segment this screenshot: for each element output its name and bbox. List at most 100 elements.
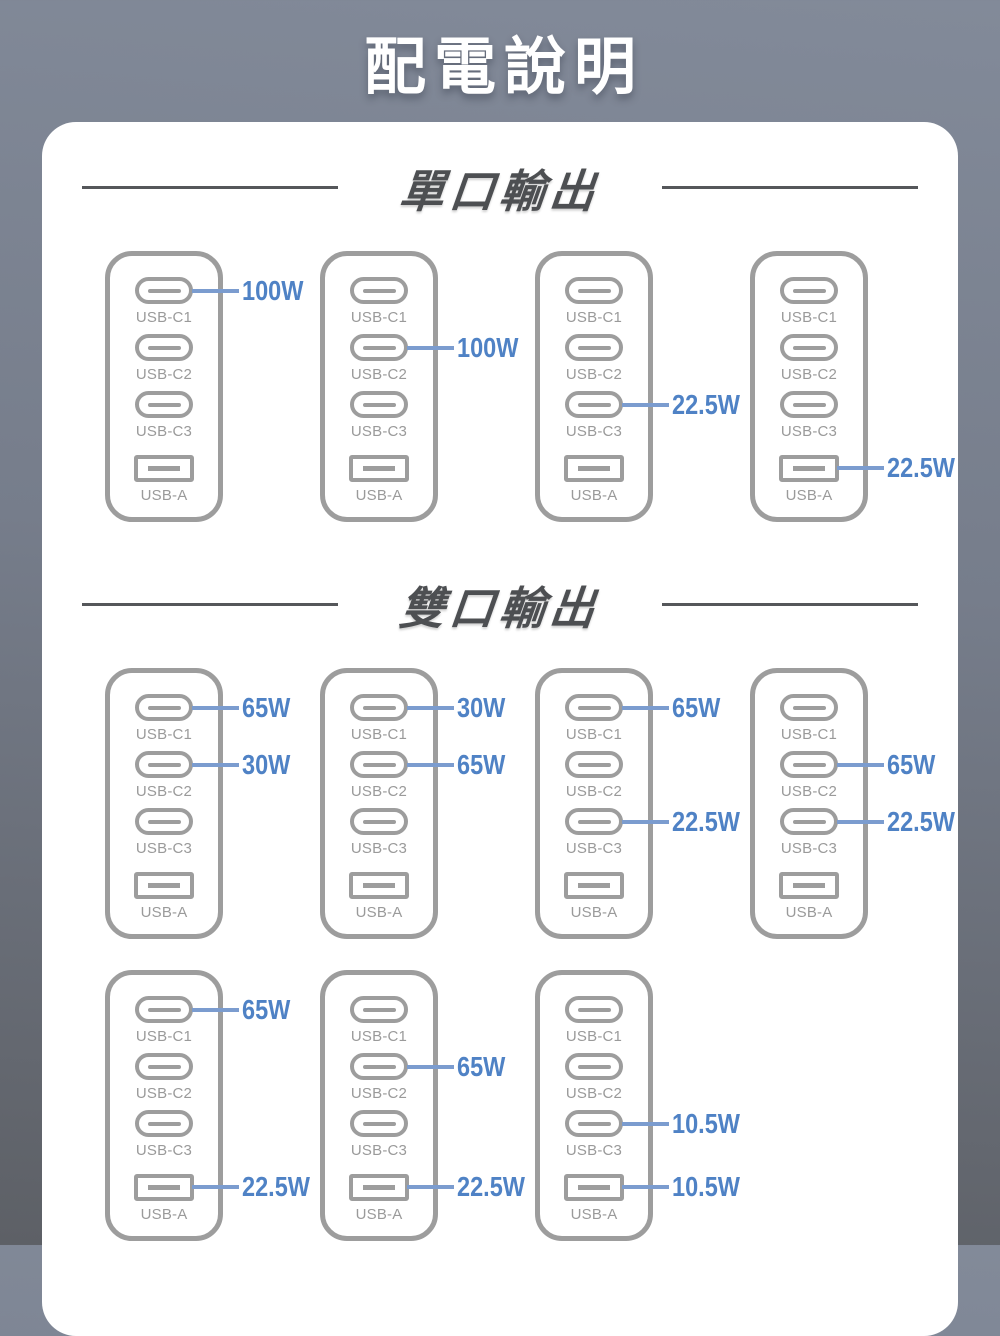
port-group: USB-C1 bbox=[350, 694, 408, 751]
port-group: USB-A bbox=[134, 872, 194, 929]
port-label: USB-C1 bbox=[565, 1028, 623, 1045]
port-pin bbox=[577, 819, 611, 824]
wattage-callout: 30W bbox=[192, 749, 300, 781]
usb-c-port-icon bbox=[565, 694, 623, 721]
port-label: USB-C1 bbox=[780, 309, 838, 326]
wattage-label: 22.5W bbox=[672, 806, 740, 837]
port-pin bbox=[577, 288, 611, 293]
port-label: USB-C3 bbox=[135, 423, 193, 440]
wattage-label: 65W bbox=[887, 749, 936, 780]
port-label: USB-C3 bbox=[350, 423, 408, 440]
page-header: 配電說明 bbox=[0, 0, 1000, 122]
port-group: USB-C3 bbox=[565, 1110, 623, 1167]
port-group: USB-C3 bbox=[135, 391, 193, 448]
usb-a-port-icon bbox=[564, 1174, 624, 1201]
port-group: USB-C1 bbox=[135, 996, 193, 1053]
wattage-callout: 22.5W bbox=[407, 1171, 538, 1203]
port-pin bbox=[578, 1185, 610, 1190]
usb-c-port-icon bbox=[350, 391, 408, 418]
port-label: USB-A bbox=[140, 487, 188, 504]
port-group: USB-C3 bbox=[135, 808, 193, 865]
port-label: USB-C3 bbox=[565, 840, 623, 857]
port-label: USB-C1 bbox=[780, 726, 838, 743]
usb-c-port-icon bbox=[350, 277, 408, 304]
port-pin bbox=[362, 819, 396, 824]
wattage-label: 65W bbox=[457, 1051, 506, 1082]
port-label: USB-C2 bbox=[135, 366, 193, 383]
usb-c-port-icon bbox=[780, 694, 838, 721]
port-pin bbox=[792, 762, 826, 767]
usb-c-port-icon bbox=[135, 1053, 193, 1080]
port-group: USB-C3 bbox=[350, 391, 408, 448]
port-label: USB-C2 bbox=[135, 1085, 193, 1102]
port-group: USB-C2 bbox=[565, 1053, 623, 1110]
usb-c-port-icon bbox=[780, 391, 838, 418]
port-group: USB-A bbox=[564, 872, 624, 929]
callout-line bbox=[407, 1185, 454, 1189]
port-label: USB-C2 bbox=[350, 1085, 408, 1102]
port-pin bbox=[362, 345, 396, 350]
port-pin bbox=[363, 883, 395, 888]
port-label: USB-A bbox=[355, 1206, 403, 1223]
port-group: USB-C2 bbox=[780, 334, 838, 391]
port-label: USB-C3 bbox=[780, 423, 838, 440]
usb-c-port-icon bbox=[350, 996, 408, 1023]
wattage-callout: 65W bbox=[622, 692, 730, 724]
callout-line bbox=[837, 466, 884, 470]
usb-a-port-icon bbox=[349, 1174, 409, 1201]
wattage-callout: 65W bbox=[192, 994, 300, 1026]
wattage-label: 100W bbox=[457, 332, 519, 363]
port-pin bbox=[793, 466, 825, 471]
heading-line-right bbox=[662, 186, 918, 189]
usb-c-port-icon bbox=[565, 334, 623, 361]
port-label: USB-C1 bbox=[350, 1028, 408, 1045]
port-label: USB-C1 bbox=[350, 726, 408, 743]
port-pin bbox=[362, 1064, 396, 1069]
port-label: USB-A bbox=[140, 1206, 188, 1223]
usb-c-port-icon bbox=[350, 334, 408, 361]
port-group: USB-C2 bbox=[350, 1053, 408, 1110]
port-group: USB-A bbox=[349, 1174, 409, 1231]
port-label: USB-C1 bbox=[135, 1028, 193, 1045]
port-label: USB-A bbox=[785, 904, 833, 921]
usb-c-port-icon bbox=[135, 277, 193, 304]
usb-a-port-icon bbox=[779, 872, 839, 899]
usb-c-port-icon bbox=[350, 1110, 408, 1137]
port-group: USB-C1 bbox=[780, 694, 838, 751]
port-pin bbox=[148, 1185, 180, 1190]
port-label: USB-C1 bbox=[350, 309, 408, 326]
callout-line bbox=[407, 1065, 454, 1069]
port-group: USB-C3 bbox=[350, 808, 408, 865]
usb-c-port-icon bbox=[780, 277, 838, 304]
port-label: USB-A bbox=[570, 487, 618, 504]
port-group: USB-C3 bbox=[135, 1110, 193, 1167]
wattage-label: 65W bbox=[242, 692, 291, 723]
usb-a-port-icon bbox=[134, 455, 194, 482]
port-group: USB-C2 bbox=[780, 751, 838, 808]
usb-a-port-icon bbox=[564, 455, 624, 482]
section-heading: 雙口輸出 bbox=[396, 583, 603, 634]
callout-line bbox=[192, 706, 239, 710]
port-pin bbox=[362, 1121, 396, 1126]
callout-line bbox=[622, 1122, 669, 1126]
port-label: USB-A bbox=[570, 904, 618, 921]
port-group: USB-C3 bbox=[350, 1110, 408, 1167]
port-group: USB-C2 bbox=[135, 751, 193, 808]
port-label: USB-A bbox=[355, 904, 403, 921]
usb-c-port-icon bbox=[565, 808, 623, 835]
callout-line bbox=[192, 1008, 239, 1012]
wattage-callout: 10.5W bbox=[622, 1108, 753, 1140]
port-pin bbox=[578, 883, 610, 888]
port-group: USB-C3 bbox=[780, 808, 838, 865]
usb-c-port-icon bbox=[135, 1110, 193, 1137]
wattage-callout: 65W bbox=[407, 1051, 515, 1083]
port-pin bbox=[147, 288, 181, 293]
wattage-label: 22.5W bbox=[672, 389, 740, 420]
